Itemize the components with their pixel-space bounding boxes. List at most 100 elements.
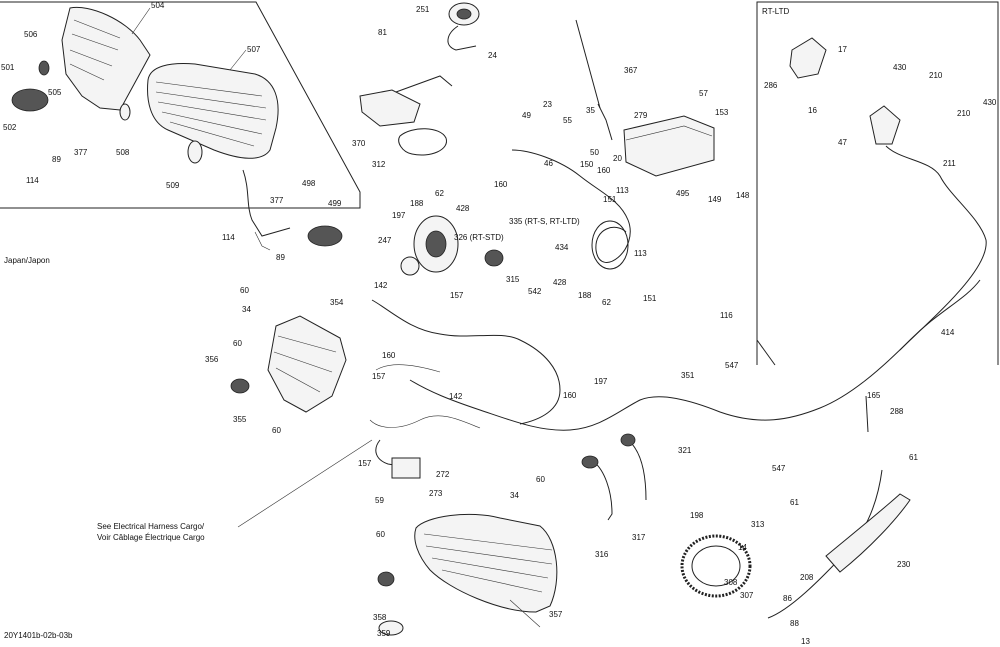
callout-label: 46 (544, 159, 553, 168)
main-harness (371, 279, 981, 431)
callout-label: 157 (358, 459, 372, 468)
callout-label: 273 (429, 489, 443, 498)
callout-label: 116 (720, 311, 733, 320)
callout-label: 506 (24, 30, 38, 39)
callout-label: 321 (678, 446, 692, 455)
callout-label: 312 (372, 160, 386, 169)
callout-label: 57 (699, 89, 708, 98)
callout-label: 160 (563, 391, 577, 400)
callout-label: 89 (276, 253, 285, 262)
callout-label: 504 (151, 1, 165, 10)
japan-harness (242, 169, 291, 237)
callout-label: 547 (772, 464, 786, 473)
callout-label: 317 (632, 533, 646, 542)
callout-label: 501 (1, 63, 15, 72)
callout-label: 377 (270, 196, 284, 205)
callout-label: 34 (242, 305, 251, 314)
callout-label: 142 (449, 392, 463, 401)
japan-side-marker (307, 225, 343, 247)
japan-tail-light-assembly (147, 63, 279, 159)
callout-label: 62 (435, 189, 444, 198)
callout-label: 149 (708, 195, 722, 204)
callout-label: 157 (372, 372, 386, 381)
callout-label: 414 (941, 328, 955, 337)
callout-label: 210 (929, 71, 943, 80)
callout-label: 502 (3, 123, 17, 132)
japan-turn-signal-lens (11, 88, 49, 112)
sensor-cable-316 (593, 461, 613, 521)
control-module (623, 115, 715, 177)
callout-label: 208 (800, 573, 814, 582)
callout-label: 60 (536, 475, 545, 484)
callout-label: 50 (590, 148, 599, 157)
rtltd-module (789, 37, 827, 79)
harness-note-line1: See Electrical Harness Cargo/ (97, 522, 205, 531)
callout-label: 211 (943, 159, 956, 168)
callout-label: 89 (52, 155, 61, 164)
callout-label: 16 (808, 106, 817, 115)
callout-label: 88 (790, 619, 799, 628)
callout-label: 160 (494, 180, 508, 189)
antenna (575, 19, 601, 109)
callout-label: 499 (328, 199, 342, 208)
callout-label: 34 (510, 491, 519, 500)
callout-label: 49 (522, 111, 531, 120)
callout-label: 17 (838, 45, 847, 54)
callout-label: 55 (563, 116, 572, 125)
callout-label: 210 (957, 109, 971, 118)
callout-label: 508 (116, 148, 130, 157)
callout-label: 356 (205, 355, 219, 364)
callout-label: 377 (74, 148, 88, 157)
sensor-cable-317 (627, 439, 647, 501)
callout-label: 313 (751, 520, 765, 529)
callout-label: 430 (983, 98, 997, 107)
callout-label: 315 (506, 275, 520, 284)
callout-label: 23 (543, 100, 552, 109)
callout-label: 507 (247, 45, 261, 54)
callout-label: 509 (166, 181, 180, 190)
mounting-bracket (359, 75, 453, 127)
callout-label: 358 (373, 613, 387, 622)
callout-label: 151 (603, 195, 617, 204)
callout-label: 20 (613, 154, 622, 163)
tone-ring (680, 534, 752, 598)
callout-label: 14 (738, 543, 747, 552)
callout-label: 351 (681, 371, 695, 380)
callout-label: 308 (724, 578, 738, 587)
callout-label: 188 (410, 199, 424, 208)
callout-label: 160 (382, 351, 396, 360)
callout-label: 113 (616, 186, 629, 195)
callout-label: 61 (909, 453, 918, 462)
callout-label: 142 (374, 281, 388, 290)
callout-label: 13 (801, 637, 810, 646)
inset-frame-japan (0, 1, 361, 209)
callout-label: 62 (602, 298, 611, 307)
inset-label-japan: Japan/Japon (4, 256, 50, 265)
callout-label: 307 (740, 591, 754, 600)
callout-label: 197 (392, 211, 406, 220)
callout-label: 288 (890, 407, 904, 416)
inset-frame-rtltd (756, 1, 999, 365)
callout-label: 60 (376, 530, 385, 539)
callout-label: 428 (553, 278, 567, 287)
callout-label: 60 (272, 426, 281, 435)
callout-label: 230 (897, 560, 911, 569)
callout-label: 151 (643, 294, 657, 303)
callout-label: 113 (634, 249, 647, 258)
callout-label: 430 (893, 63, 907, 72)
callout-label: 61 (790, 498, 799, 507)
callout-label: 24 (488, 51, 497, 60)
callout-label: 316 (595, 550, 609, 559)
horn (447, 2, 480, 51)
callout-label: 428 (456, 204, 470, 213)
rtltd-bracket (869, 105, 901, 145)
callout-label: 60 (233, 339, 242, 348)
callout-label: 495 (676, 189, 690, 198)
leader-lines (131, 7, 541, 628)
japan-turn-signal-housing (61, 6, 151, 111)
callout-label: 60 (240, 286, 249, 295)
inset-label-rtltd: RT-LTD (762, 7, 789, 16)
harness-note-line2: Voir Câblage Électrique Cargo (97, 533, 205, 542)
